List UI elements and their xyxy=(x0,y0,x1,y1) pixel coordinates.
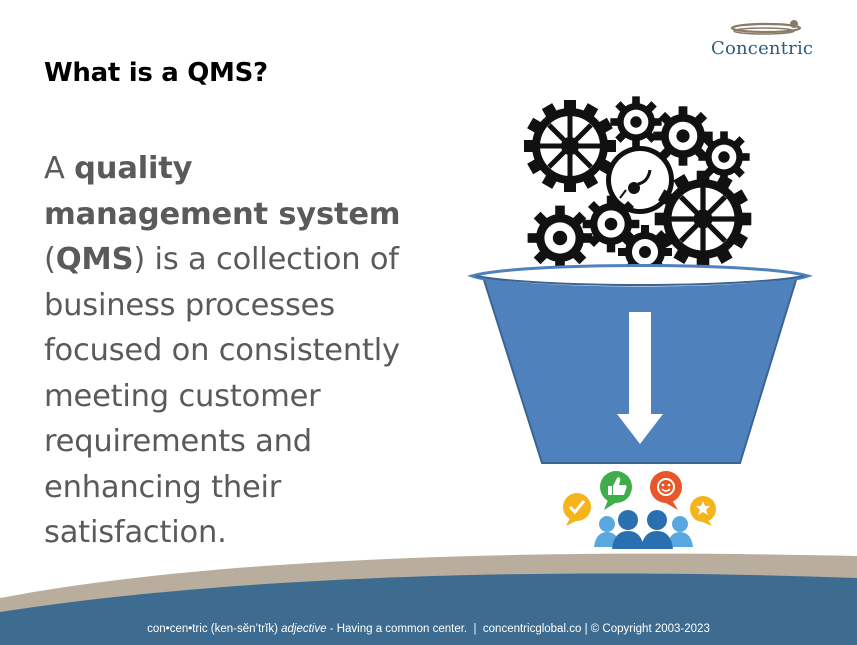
thumbs-up-icon xyxy=(600,471,632,510)
slide-title: What is a QMS? xyxy=(44,58,268,88)
footer-copyright: © Copyright 2003-2023 xyxy=(590,623,710,635)
footer: con•cen•tric (ken-sĕn’trĭk) adjective - … xyxy=(0,623,857,635)
footer-pos: adjective xyxy=(281,623,327,635)
footer-site-link[interactable]: concentricglobal.co xyxy=(482,623,582,635)
logo-text: Concentric xyxy=(711,38,814,59)
footer-separator: | xyxy=(473,623,477,635)
body-bold-acronym: QMS xyxy=(55,242,134,277)
body-prefix: A xyxy=(44,151,75,186)
star-icon xyxy=(690,496,716,526)
footer-separator-2: | xyxy=(584,623,588,635)
checkmark-icon xyxy=(563,493,591,526)
concentric-logo-icon xyxy=(730,20,802,35)
body-bold-term: quality management system xyxy=(44,151,401,232)
footer-word: con•cen•tric (ken-sĕn’trĭk) xyxy=(147,623,278,635)
body-rest: ) is a collection of business processes … xyxy=(44,242,400,550)
footer-definition: - Having a common center. xyxy=(326,623,468,635)
people-icon xyxy=(594,510,693,549)
slide-body: A quality management system (QMS) is a c… xyxy=(44,146,424,556)
body-paren: ( xyxy=(44,242,56,277)
smiley-icon xyxy=(650,471,682,510)
